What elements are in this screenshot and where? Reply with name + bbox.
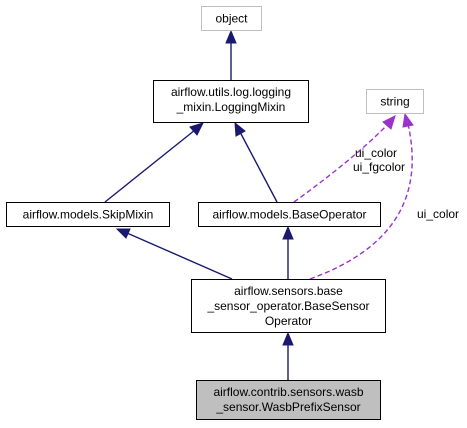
node-base-sensor-operator[interactable]: airflow.sensors.base _sensor_operator.Ba…	[191, 279, 386, 333]
node-wasb-prefix-line-1: airflow.contrib.sensors.wasb	[213, 385, 363, 399]
edge-base-sensor-to-string	[309, 112, 414, 280]
node-object[interactable]: object	[201, 6, 262, 31]
node-string[interactable]: string	[366, 89, 424, 114]
edge-skip-mixin-to-logging-mixin	[104, 122, 204, 203]
node-wasb-prefix-line-2: _sensor.WasbPrefixSensor	[215, 400, 360, 414]
edge-wasb-prefix-to-base-sensor	[282, 331, 294, 380]
node-base-operator-label: airflow.models.BaseOperator	[212, 208, 366, 222]
node-base-sensor-line-3: Operator	[265, 314, 312, 328]
edge-base-sensor-to-skip-mixin	[115, 228, 233, 280]
node-base-operator[interactable]: airflow.models.BaseOperator	[198, 202, 381, 227]
edge-label-base-operator-ui-color: ui_color	[355, 146, 397, 160]
node-skip-mixin[interactable]: airflow.models.SkipMixin	[6, 202, 170, 227]
edge-base-sensor-to-base-operator	[282, 225, 294, 279]
edge-label-base-operator-ui-fgcolor: ui_fgcolor	[353, 160, 405, 174]
node-object-label: object	[215, 12, 248, 26]
edge-label-base-sensor-ui-color: ui_color	[417, 207, 459, 221]
node-logging-mixin[interactable]: airflow.utils.log.logging _mixin.Logging…	[153, 80, 309, 123]
edge-base-operator-to-logging-mixin	[234, 121, 278, 203]
edge-base-operator-to-string	[293, 115, 396, 203]
node-string-label: string	[380, 95, 409, 109]
node-base-sensor-line-1: airflow.sensors.base	[234, 284, 343, 298]
node-base-sensor-line-2: _sensor_operator.BaseSensor	[206, 299, 369, 313]
node-logging-mixin-line-1: airflow.utils.log.logging	[171, 85, 291, 99]
edge-logging-mixin-to-object	[225, 29, 237, 80]
node-wasb-prefix-sensor[interactable]: airflow.contrib.sensors.wasb _sensor.Was…	[196, 380, 381, 420]
node-logging-mixin-line-2: _mixin.LoggingMixin	[176, 100, 286, 114]
node-skip-mixin-label: airflow.models.SkipMixin	[23, 208, 154, 222]
